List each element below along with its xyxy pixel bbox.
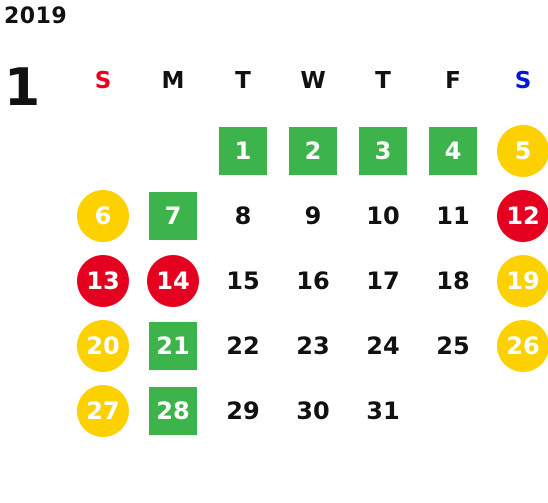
day-number: 2: [289, 126, 337, 175]
day-number: 3: [359, 126, 407, 175]
day-number: 8: [234, 201, 252, 230]
day-cell-18[interactable]: 18: [418, 248, 488, 313]
year-label: 2019: [4, 4, 68, 29]
empty-cell: [138, 118, 208, 183]
day-cell-31[interactable]: 31: [348, 378, 418, 443]
month-label: 1: [4, 58, 41, 118]
day-cell-6[interactable]: 6: [68, 183, 138, 248]
day-number: 1: [219, 126, 267, 175]
day-cell-26[interactable]: 26: [488, 313, 548, 378]
day-cell-19[interactable]: 19: [488, 248, 548, 313]
day-number: 14: [147, 254, 199, 307]
day-cell-13[interactable]: 13: [68, 248, 138, 313]
weekday-monday: M: [161, 68, 185, 94]
day-cell-23[interactable]: 23: [278, 313, 348, 378]
day-cell-7[interactable]: 7: [138, 183, 208, 248]
day-number: 23: [296, 331, 330, 360]
weekday-friday: F: [445, 68, 461, 94]
day-cell-14[interactable]: 14: [138, 248, 208, 313]
day-cell-21[interactable]: 21: [138, 313, 208, 378]
day-cell-12[interactable]: 12: [488, 183, 548, 248]
day-cell-8[interactable]: 8: [208, 183, 278, 248]
day-cell-3[interactable]: 3: [348, 118, 418, 183]
day-cell-2[interactable]: 2: [278, 118, 348, 183]
day-cell-29[interactable]: 29: [208, 378, 278, 443]
day-number: 26: [497, 319, 548, 372]
day-number: 22: [226, 331, 260, 360]
day-cell-25[interactable]: 25: [418, 313, 488, 378]
day-number: 30: [296, 396, 330, 425]
day-number: 6: [77, 189, 129, 242]
day-number: 11: [436, 201, 470, 230]
day-number: 10: [366, 201, 400, 230]
day-number: 29: [226, 396, 260, 425]
day-number: 18: [436, 266, 470, 295]
weekday-header: S M T W T F S: [68, 60, 548, 102]
day-cell-17[interactable]: 17: [348, 248, 418, 313]
day-number: 13: [77, 254, 129, 307]
day-number: 28: [149, 386, 197, 435]
weekday-wednesday: W: [300, 68, 326, 94]
day-cell-30[interactable]: 30: [278, 378, 348, 443]
day-number: 19: [497, 254, 548, 307]
day-number: 15: [226, 266, 260, 295]
day-cell-1[interactable]: 1: [208, 118, 278, 183]
day-cell-27[interactable]: 27: [68, 378, 138, 443]
day-number: 12: [497, 189, 548, 242]
day-cell-20[interactable]: 20: [68, 313, 138, 378]
day-cell-15[interactable]: 15: [208, 248, 278, 313]
day-number: 16: [296, 266, 330, 295]
weekday-tuesday: T: [235, 68, 251, 94]
day-cell-28[interactable]: 28: [138, 378, 208, 443]
day-number: 25: [436, 331, 470, 360]
day-number: 5: [497, 124, 548, 177]
day-number: 4: [429, 126, 477, 175]
day-number: 21: [149, 321, 197, 370]
day-number: 20: [77, 319, 129, 372]
day-number: 7: [149, 191, 197, 240]
day-cell-16[interactable]: 16: [278, 248, 348, 313]
day-cell-4[interactable]: 4: [418, 118, 488, 183]
day-number: 24: [366, 331, 400, 360]
day-number: 31: [366, 396, 400, 425]
weekday-thursday: T: [375, 68, 391, 94]
day-number: 17: [366, 266, 400, 295]
day-cell-10[interactable]: 10: [348, 183, 418, 248]
day-cell-9[interactable]: 9: [278, 183, 348, 248]
empty-cell: [68, 118, 138, 183]
day-cell-24[interactable]: 24: [348, 313, 418, 378]
day-cell-11[interactable]: 11: [418, 183, 488, 248]
day-cell-5[interactable]: 5: [488, 118, 548, 183]
weekday-saturday: S: [514, 68, 532, 94]
day-number: 9: [304, 201, 322, 230]
day-cell-22[interactable]: 22: [208, 313, 278, 378]
day-number: 27: [77, 384, 129, 437]
weekday-sunday: S: [94, 68, 112, 94]
